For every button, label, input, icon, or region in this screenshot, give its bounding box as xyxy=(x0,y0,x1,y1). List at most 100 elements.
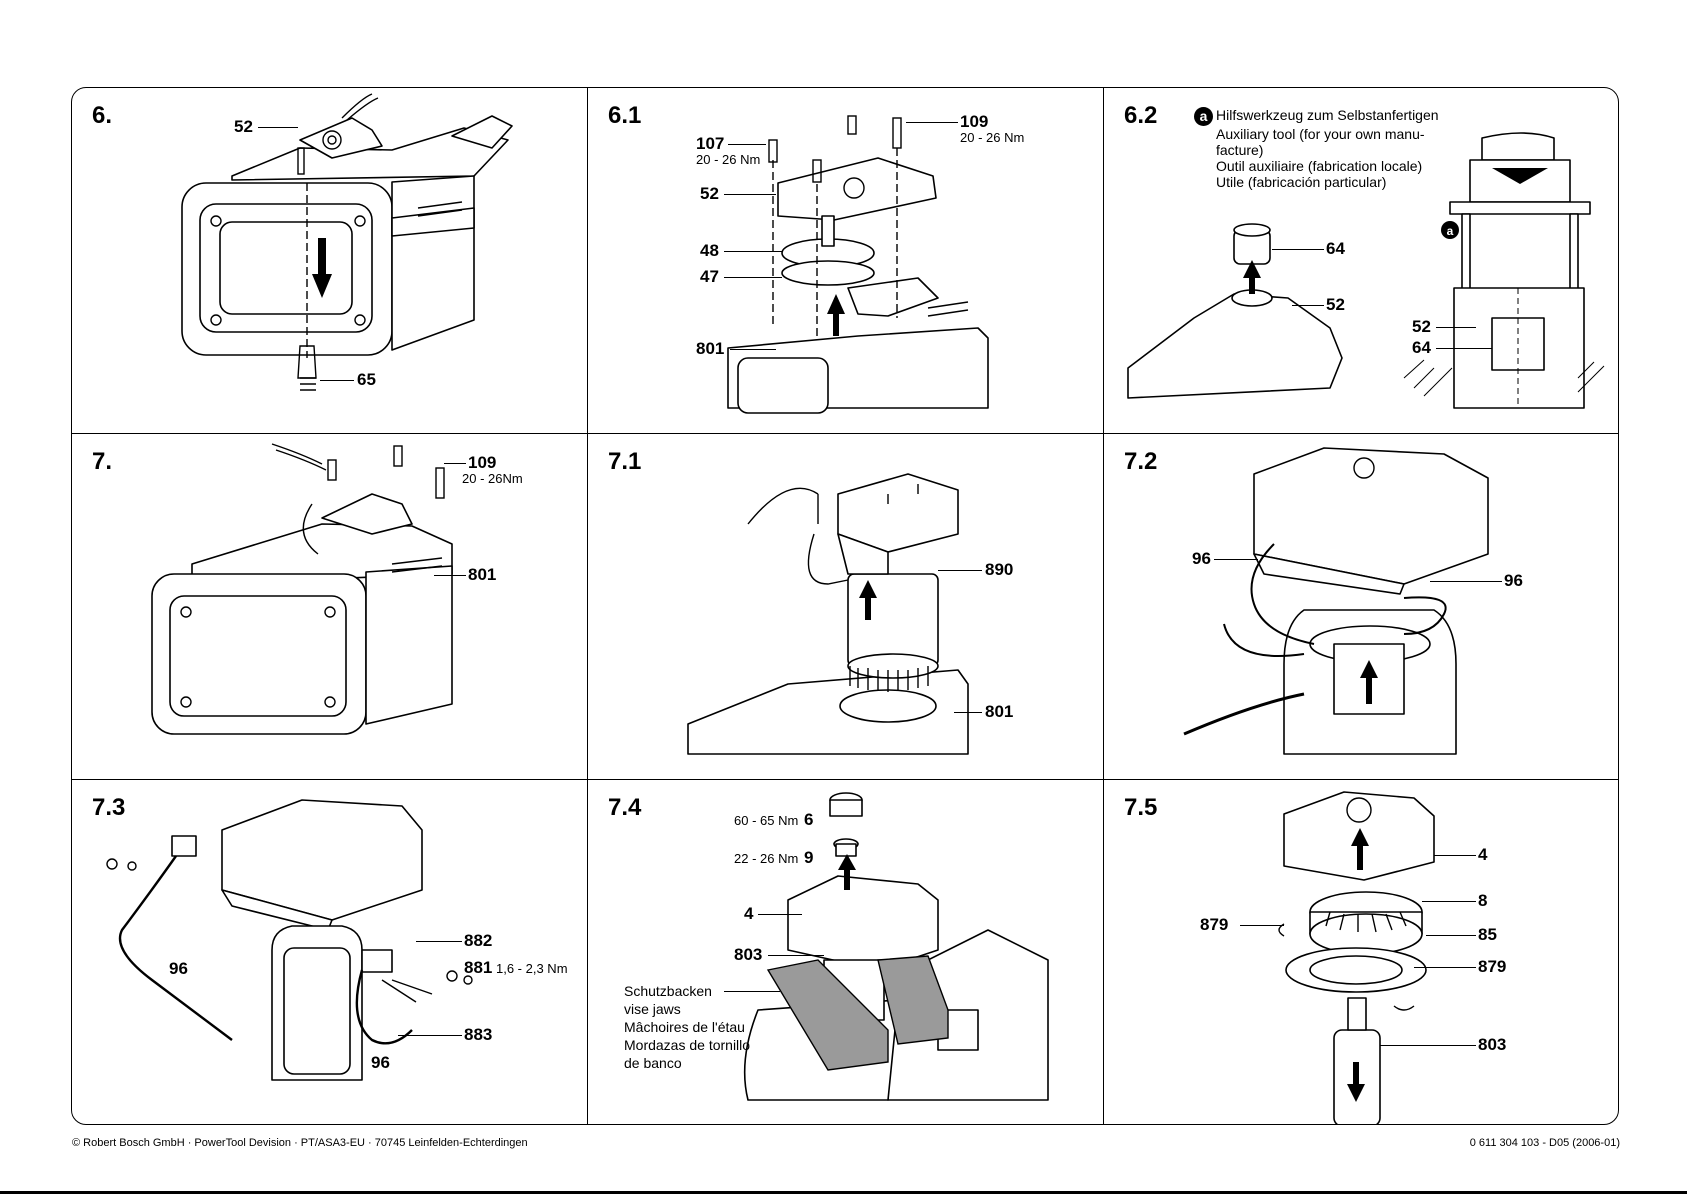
motor-unit-lift-illustration xyxy=(687,473,969,755)
part-label-109: 109 xyxy=(960,112,989,131)
leader-line xyxy=(724,991,780,992)
step-title: 6.1 xyxy=(608,102,642,129)
part-label-8: 8 xyxy=(1478,891,1488,910)
leader-line xyxy=(1430,581,1502,582)
leader-line xyxy=(724,194,776,195)
part-label-883: 883 xyxy=(464,1025,493,1044)
leader-line xyxy=(416,941,462,942)
panel-7-3: 7.3 96 882 881 1,6 - 2,3 Nm 883 96 xyxy=(72,780,587,1124)
step-title: 7.3 xyxy=(92,794,126,821)
panel-6-1: 6.1 107 20 - 26 Nm 52 48 47 801 109 20 -… xyxy=(588,88,1103,433)
part-label-48: 48 xyxy=(700,241,719,260)
marker-a-icon: a xyxy=(1194,107,1213,126)
leader-line xyxy=(724,251,782,252)
part-label-803: 803 xyxy=(734,945,763,964)
leader-line xyxy=(1214,559,1258,560)
part-label-801: 801 xyxy=(985,702,1014,721)
part-label-96: 96 xyxy=(1192,549,1211,568)
leader-line xyxy=(398,1035,462,1036)
part-label-879: 879 xyxy=(1200,915,1229,934)
footer-document-number: 0 611 304 103 - D05 (2006-01) xyxy=(1469,1137,1620,1149)
part-label-881: 881 xyxy=(464,958,493,977)
part-label-4: 4 xyxy=(1478,845,1488,864)
leader-line xyxy=(728,144,766,145)
grid-divider xyxy=(587,88,588,1124)
part-label-9: 9 xyxy=(804,848,814,867)
leader-line xyxy=(730,349,776,350)
footer-copyright: © Robert Bosch GmbH · PowerTool Devision… xyxy=(72,1137,528,1149)
leader-line xyxy=(1414,967,1476,968)
diagram-sheet: 6. 52 65 xyxy=(71,87,1619,1125)
part-label-109: 109 xyxy=(468,453,497,472)
part-label-96: 96 xyxy=(1504,571,1523,590)
leader-line xyxy=(1272,249,1324,250)
leader-line xyxy=(444,463,466,464)
step-title: 7.2 xyxy=(1124,448,1158,475)
housing-cover-exploded-illustration xyxy=(727,115,989,414)
motor-cable-routing-illustration xyxy=(1183,447,1489,755)
leader-line xyxy=(906,122,958,123)
part-label-85: 85 xyxy=(1478,925,1497,944)
panel-7: 7. 109 20 - 26Nm 801 xyxy=(72,434,587,779)
carbon-brush-holder-illustration xyxy=(106,799,473,1081)
leader-line xyxy=(434,575,466,576)
leader-line xyxy=(724,277,782,278)
panel-7-4: 7.4 60 - 65 Nm 6 22 - 26 Nm 9 4 803 Schu… xyxy=(588,780,1103,1124)
leader-line xyxy=(1426,935,1476,936)
gear-housing-illustration xyxy=(181,93,513,391)
part-label-47: 47 xyxy=(700,267,719,286)
vise-jaws-note: Schutzbacken vise jaws Mâchoires de l'ét… xyxy=(624,983,751,1071)
panel-7-2: 7.2 96 96 xyxy=(1104,434,1618,779)
leader-line xyxy=(320,380,354,381)
part-label-879: 879 xyxy=(1478,957,1507,976)
part-label-890: 890 xyxy=(985,560,1014,579)
part-label-4: 4 xyxy=(744,904,754,923)
part-label-882: 882 xyxy=(464,931,493,950)
part-label-6: 6 xyxy=(804,810,814,829)
leader-line xyxy=(258,127,298,128)
part-label-52: 52 xyxy=(1326,295,1345,314)
torque-spec: 20 - 26 Nm xyxy=(960,130,1025,145)
svg-text:a: a xyxy=(1447,224,1454,238)
torque-spec: 1,6 - 2,3 Nm xyxy=(496,961,568,976)
leader-line xyxy=(1436,348,1492,349)
part-label-52: 52 xyxy=(234,117,253,136)
leader-line xyxy=(1436,327,1476,328)
vise-clamp-illustration xyxy=(743,792,1049,1101)
part-label-52: 52 xyxy=(700,184,719,203)
leader-line xyxy=(1292,305,1324,306)
step-title: 7.1 xyxy=(608,448,642,475)
part-label-801: 801 xyxy=(468,565,497,584)
grid-divider xyxy=(72,779,1618,780)
torque-spec: 60 - 65 Nm xyxy=(734,813,799,828)
panel-7-1: 7.1 890 801 xyxy=(588,434,1103,779)
torque-spec: 20 - 26Nm xyxy=(462,471,523,486)
step-title: 7.4 xyxy=(608,794,642,821)
part-label-96: 96 xyxy=(169,959,188,978)
step-title: 6.2 xyxy=(1124,102,1158,129)
part-label-52: 52 xyxy=(1412,317,1431,336)
step-title: 7.5 xyxy=(1124,794,1158,821)
leader-line xyxy=(1434,855,1476,856)
grid-divider xyxy=(1103,88,1104,1124)
panel-6: 6. 52 65 xyxy=(72,88,587,433)
bearing-flange-exploded-illustration xyxy=(1278,791,1435,1124)
part-label-65: 65 xyxy=(357,370,376,389)
leader-line xyxy=(1422,901,1476,902)
step-title: 7. xyxy=(92,448,113,475)
bottom-rule xyxy=(0,1191,1687,1194)
part-label-64: 64 xyxy=(1326,239,1345,258)
torque-spec: 22 - 26 Nm xyxy=(734,851,799,866)
step-title: 6. xyxy=(92,102,113,129)
leader-line xyxy=(954,712,982,713)
gear-housing-assembled-illustration xyxy=(151,443,453,735)
part-label-64: 64 xyxy=(1412,338,1431,357)
leader-line xyxy=(938,570,982,571)
part-label-96: 96 xyxy=(371,1053,390,1072)
leader-line xyxy=(758,914,802,915)
torque-spec: 20 - 26 Nm xyxy=(696,152,761,167)
leader-line xyxy=(768,955,824,956)
part-label-801: 801 xyxy=(696,339,725,358)
